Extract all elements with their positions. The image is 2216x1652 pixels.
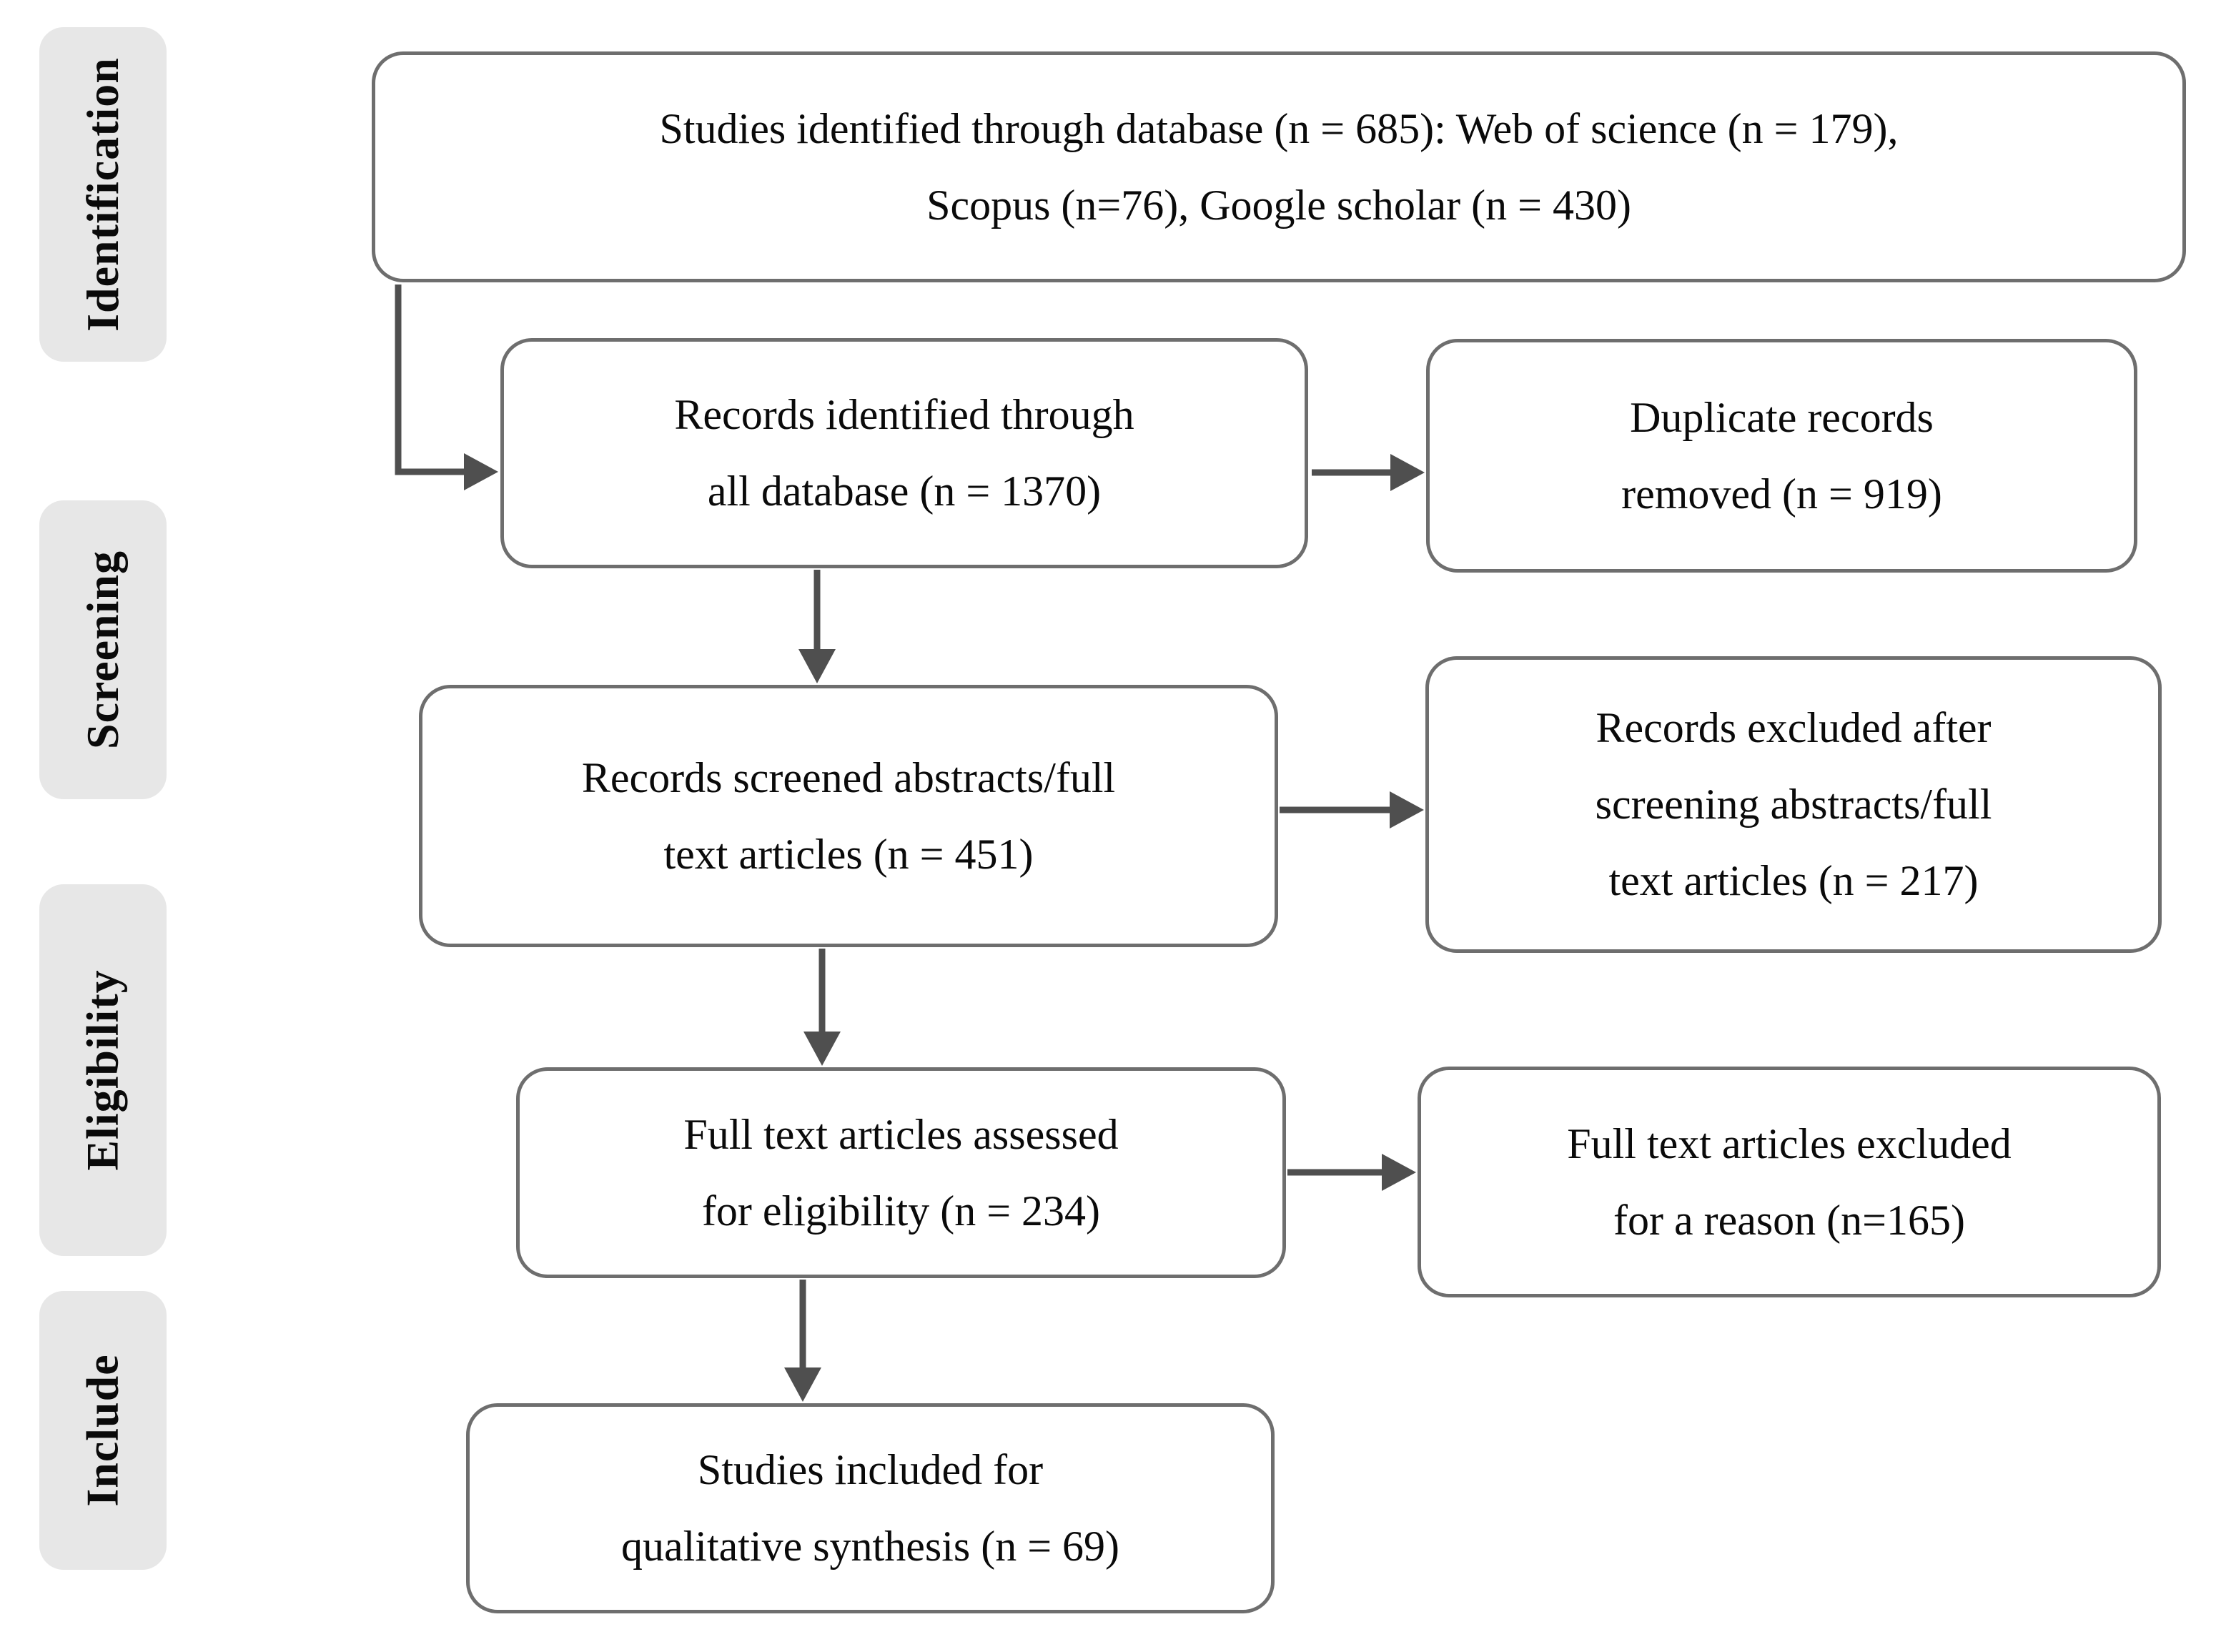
node-studies-included-text: Studies included for qualitative synthes…: [620, 1446, 1120, 1570]
node-studies-identified-database: Studies identified through database (n =…: [372, 51, 2186, 282]
node-records-screened: Records screened abstracts/full text art…: [419, 685, 1278, 947]
node-duplicates-removed-text: Duplicate records removed (n = 919): [1621, 393, 1942, 518]
node-studies-identified-database-text: Studies identified through database (n =…: [659, 104, 1899, 229]
stage-label-include-text: Include: [77, 1354, 128, 1507]
node-duplicates-removed: Duplicate records removed (n = 919): [1426, 339, 2137, 573]
node-studies-included: Studies included for qualitative synthes…: [466, 1403, 1275, 1613]
node-fulltext-excluded-text: Full text articles excluded for a reason…: [1567, 1119, 2012, 1244]
stage-label-identification: Identification: [39, 27, 167, 362]
node-records-screened-text: Records screened abstracts/full text art…: [581, 753, 1116, 878]
stage-label-eligibility-text: Eligibility: [77, 969, 128, 1171]
connector-records-identified-to-duplicates: [1312, 454, 1425, 491]
node-records-excluded: Records excluded after screening abstrac…: [1425, 656, 2162, 953]
stage-label-identification-text: Identification: [77, 57, 128, 332]
stage-label-screening: Screening: [39, 500, 167, 799]
connector-fulltext-to-excluded: [1287, 1154, 1416, 1191]
connector-top-to-records-identified: [395, 285, 498, 490]
node-fulltext-assessed: Full text articles assessed for eligibil…: [516, 1067, 1286, 1278]
stage-label-eligibility: Eligibility: [39, 884, 167, 1256]
connector-screened-to-excluded: [1280, 791, 1424, 829]
node-records-identified: Records identified through all database …: [500, 338, 1308, 568]
node-fulltext-assessed-text: Full text articles assessed for eligibil…: [683, 1110, 1119, 1235]
connector-records-identified-to-screened: [798, 570, 836, 683]
node-records-identified-text: Records identified through all database …: [674, 391, 1134, 515]
stage-label-screening-text: Screening: [77, 550, 128, 750]
stage-label-include: Include: [39, 1291, 167, 1570]
node-fulltext-excluded: Full text articles excluded for a reason…: [1418, 1067, 2161, 1297]
node-records-excluded-text: Records excluded after screening abstrac…: [1595, 704, 1992, 904]
connector-screened-to-fulltext: [803, 949, 841, 1066]
connector-fulltext-to-included: [784, 1280, 821, 1402]
